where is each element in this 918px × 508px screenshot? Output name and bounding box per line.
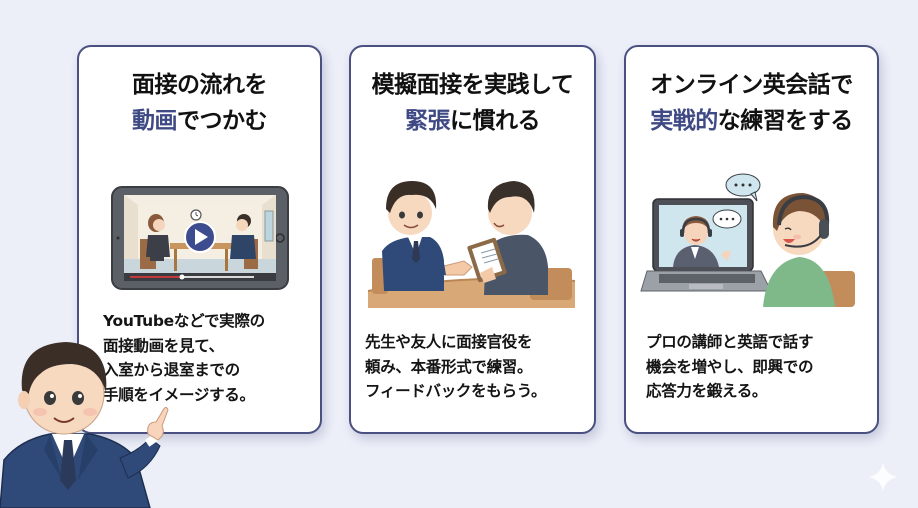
description-line: 手順をイメージする。 [103, 385, 255, 404]
title-line-1: 模擬面接を実践して [371, 72, 574, 98]
description-line: 応答力を鍛える。 [646, 382, 768, 400]
card-description: プロの講師と英語で話す 機会を増やし、即興での 応答力を鍛える。 [646, 330, 814, 404]
card-title: オンライン英会話で 実戦的な練習をする [626, 67, 877, 139]
description-line: 頼み、本番形式で練習。 [365, 357, 533, 376]
title-line-1: 面接の流れを [132, 72, 268, 98]
card-description: 先生や友人に面接官役を 頼み、本番形式で練習。 フィードバックをもらう。 [365, 330, 546, 404]
card-title: 面接の流れを 動画でつかむ [79, 67, 320, 139]
description-line: フィードバックをもらう。 [365, 382, 547, 400]
student-pointing-mascot [0, 330, 180, 508]
description-line: 面接動画を見て、 [103, 336, 224, 355]
mock-interview-handshake-icon [351, 165, 594, 315]
card-online-english: オンライン英会話で 実戦的な練習をする [624, 45, 879, 434]
card-title: 模擬面接を実践して 緊張に慣れる [351, 67, 594, 139]
description-line: プロの講師と英語で話す [646, 333, 814, 351]
description-line: YouTubeなどで実際の [103, 312, 265, 330]
online-english-lesson-icon [626, 165, 877, 315]
description-line: 先生や友人に面接官役を [365, 333, 533, 351]
card-watch-videos: 面接の流れを 動画でつかむ [77, 45, 322, 434]
tablet-interview-video-icon [79, 165, 320, 315]
title-rest: な練習をする [717, 108, 854, 134]
card-description: YouTubeなどで実際の 面接動画を見て、 入室から退室までの 手順をイメージ… [103, 309, 265, 407]
description-line: 機会を増やし、即興での [646, 357, 814, 376]
card-mock-interview: 模擬面接を実践して 緊張に慣れる [349, 45, 596, 434]
title-rest: でつかむ [177, 108, 268, 134]
title-accent: 緊張 [405, 108, 451, 134]
title-accent: 動画 [132, 108, 178, 134]
sparkle-icon [868, 462, 898, 492]
title-line-1: オンライン英会話で [650, 72, 853, 98]
title-accent: 実戦的 [650, 108, 718, 134]
description-line: 入室から退室までの [103, 361, 240, 379]
title-rest: に慣れる [450, 108, 541, 134]
